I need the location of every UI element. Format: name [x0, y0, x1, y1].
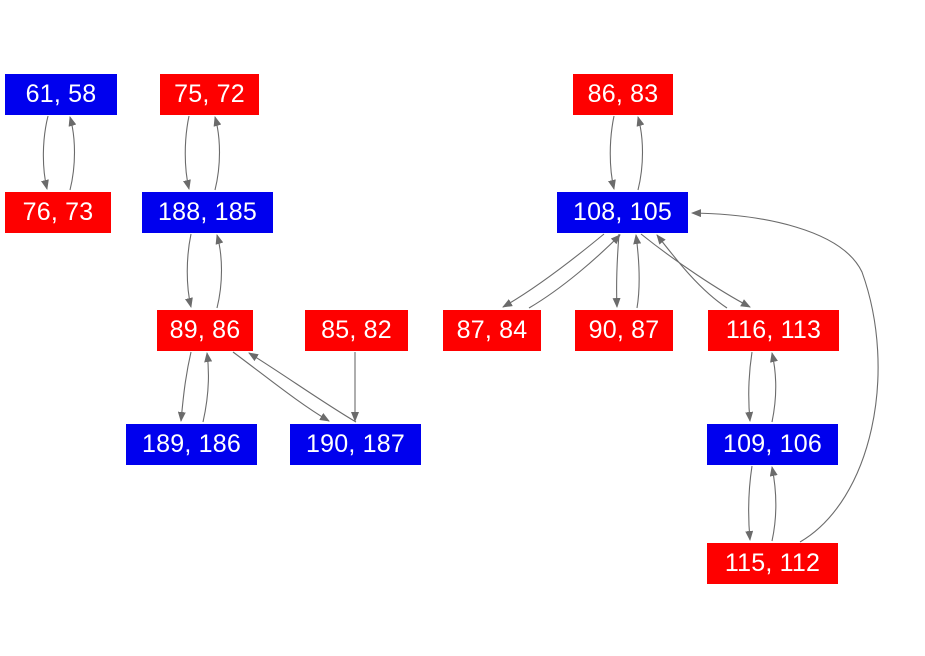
graph-node-label: 85, 82	[321, 316, 392, 344]
graph-edge	[745, 351, 754, 422]
graph-node[interactable]: 115, 112	[707, 543, 838, 584]
graph-node-label: 188, 185	[158, 198, 257, 226]
graph-node-label: 190, 187	[306, 430, 405, 458]
graph-edge	[202, 352, 213, 423]
graph-node[interactable]: 189, 186	[126, 424, 257, 465]
graph-node[interactable]: 61, 58	[5, 74, 117, 115]
graph-edge	[528, 234, 621, 309]
graph-edge	[640, 233, 751, 308]
graph-edge	[691, 209, 879, 543]
graph-node[interactable]: 85, 82	[305, 310, 408, 351]
graph-edge	[177, 351, 192, 422]
graph-edge	[248, 352, 357, 423]
graph-edge	[68, 116, 77, 191]
graph-node-label: 87, 84	[456, 316, 528, 344]
graph-node-label: 90, 87	[588, 316, 660, 344]
graph-node[interactable]: 116, 113	[708, 310, 839, 351]
graph-node-label: 108, 105	[573, 198, 672, 226]
graph-edge	[232, 351, 330, 422]
graph-edge	[608, 115, 616, 190]
graph-edge	[612, 233, 621, 308]
graph-node[interactable]: 90, 87	[575, 310, 673, 351]
graph-node-label: 75, 72	[174, 80, 245, 108]
graph-edge	[633, 234, 642, 309]
graph-edge	[213, 116, 222, 191]
graph-edge	[41, 115, 49, 190]
graph-node-label: 109, 106	[723, 430, 822, 458]
graph-node[interactable]: 87, 84	[443, 310, 541, 351]
graph-node-label: 189, 186	[142, 430, 241, 458]
graph-edge	[745, 465, 754, 541]
graph-node[interactable]: 76, 73	[5, 192, 111, 233]
graph-node[interactable]: 89, 86	[157, 310, 253, 351]
graph-edge	[636, 116, 645, 191]
graph-node[interactable]: 75, 72	[160, 74, 259, 115]
graph-edge	[185, 233, 193, 308]
graph-node[interactable]: 109, 106	[707, 424, 838, 465]
graph-edge	[502, 233, 605, 308]
graph-edge	[183, 115, 191, 190]
graph-node-label: 61, 58	[25, 80, 97, 108]
graph-node-label: 115, 112	[724, 549, 821, 577]
graph-edge	[770, 352, 778, 423]
graph-edge	[215, 234, 224, 309]
graph-edge	[769, 466, 778, 542]
graph-node-label: 76, 73	[22, 198, 94, 226]
graph-node-label: 89, 86	[169, 316, 241, 344]
graph-node[interactable]: 86, 83	[573, 74, 673, 115]
graph-node-label: 86, 83	[587, 80, 659, 108]
graph-node[interactable]: 188, 185	[142, 192, 273, 233]
graph-node-label: 116, 113	[725, 316, 822, 344]
graph-node[interactable]: 190, 187	[290, 424, 421, 465]
edges-group	[41, 115, 879, 543]
graph-edge	[656, 234, 728, 309]
graph-node[interactable]: 108, 105	[557, 192, 688, 233]
